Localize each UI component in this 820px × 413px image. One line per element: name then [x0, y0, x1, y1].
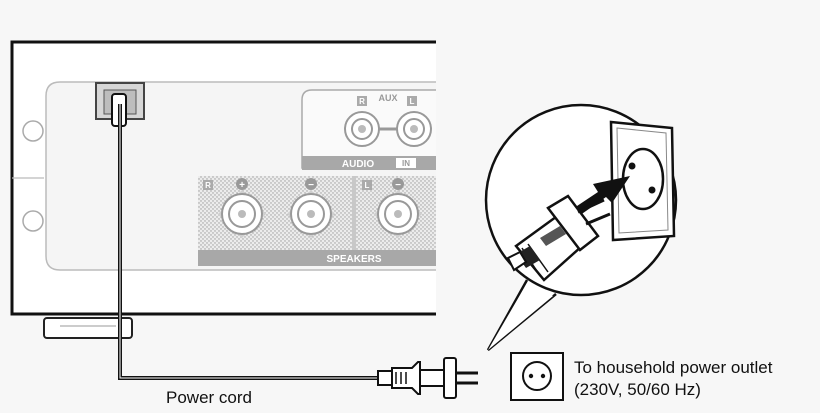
speaker-terminal-l-minus: −: [374, 178, 422, 238]
rca-jack-right: [344, 111, 380, 147]
outlet-label-line1: To household power outlet: [574, 358, 773, 377]
screw-hole-icon: [22, 120, 44, 142]
outlet-label-line2: (230V, 50/60 Hz): [574, 380, 701, 399]
screw-hole-icon: [22, 210, 44, 232]
speakers-label: SPEAKERS: [326, 254, 381, 265]
power-cord-label: Power cord: [166, 388, 252, 407]
minus-label: −: [308, 180, 314, 191]
speaker-terminal-r-plus: +: [218, 178, 266, 238]
spk-l-label: L: [365, 181, 370, 190]
aux-input-block: AUDIO IN AUX R L: [301, 89, 436, 170]
speaker-terminals: SPEAKERS R L + −: [198, 176, 436, 266]
aux-label: AUX: [378, 93, 397, 103]
plus-label: +: [239, 180, 245, 191]
plug-insert-icon: [506, 194, 611, 282]
wall-socket-icon: [609, 120, 676, 242]
spk-r-label: R: [205, 181, 211, 190]
insert-arrow-icon: [568, 176, 630, 218]
device-foot: [43, 317, 133, 339]
outlet-callout: [484, 103, 678, 351]
cord-plug: [377, 357, 478, 399]
aux-l-label: L: [410, 97, 415, 106]
minus-label: −: [395, 180, 401, 191]
audio-label: AUDIO: [342, 159, 374, 170]
outlet-symbol-icon: [510, 352, 564, 401]
rca-jack-left: [396, 111, 432, 147]
aux-r-label: R: [359, 97, 365, 106]
speaker-terminal-r-minus: −: [287, 178, 335, 238]
ac-inlet: [95, 82, 145, 127]
power-cord: [118, 104, 478, 399]
in-label: IN: [402, 159, 410, 168]
